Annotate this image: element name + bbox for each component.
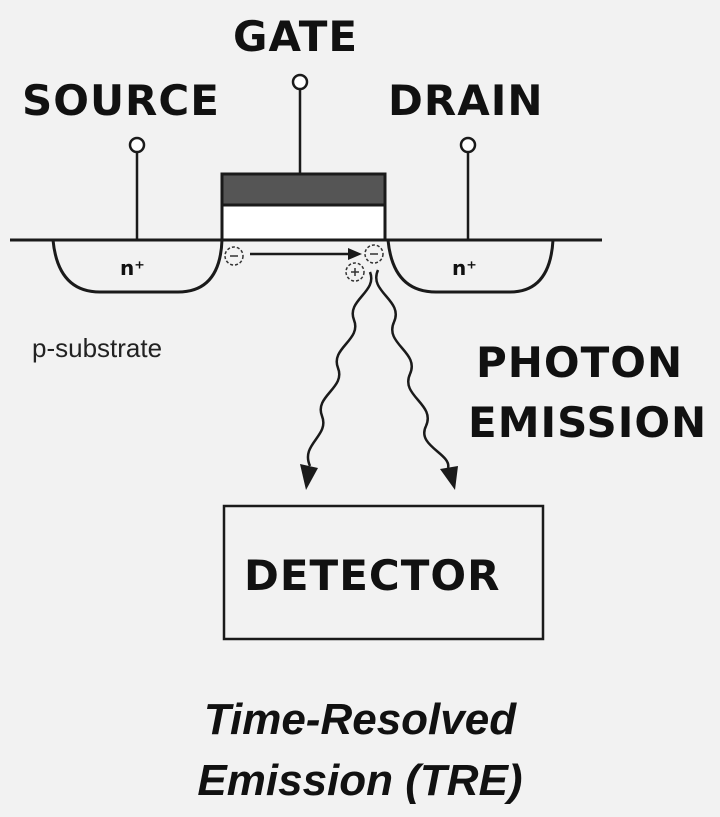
photon-path-left [306, 271, 373, 467]
caption-line1: Time-Resolved [203, 695, 517, 744]
source-terminal [128, 136, 146, 154]
source-n-plus-label: n⁺ [120, 256, 145, 280]
photon-path-right [375, 269, 450, 469]
source-label: SOURCE [22, 76, 220, 125]
electron-source-side [224, 246, 244, 266]
gate-label: GATE [233, 12, 359, 61]
detector-box [222, 504, 545, 641]
photon-emission-line1: PHOTON [476, 338, 684, 387]
drain-label: DRAIN [388, 76, 544, 125]
gate-oxide [220, 203, 387, 242]
drain-n-plus-well [386, 239, 555, 294]
drain-terminal [459, 136, 477, 154]
gate-terminal [291, 73, 309, 91]
electron-flow-arrowhead [348, 248, 362, 260]
drain-n-plus-label: n⁺ [452, 256, 477, 280]
source-n-plus-well [51, 239, 224, 294]
electron-drain-side [364, 244, 384, 264]
caption-line2: Emission (TRE) [197, 756, 523, 805]
detector-label: DETECTOR [244, 551, 501, 600]
gate-electrode [220, 172, 387, 207]
photon-emission-line2: EMISSION [468, 398, 708, 447]
hole-drain-side [345, 262, 365, 282]
photon-arrowhead-right [440, 466, 458, 490]
photon-arrowhead-left [300, 464, 318, 490]
substrate-label: p-substrate [32, 333, 163, 363]
